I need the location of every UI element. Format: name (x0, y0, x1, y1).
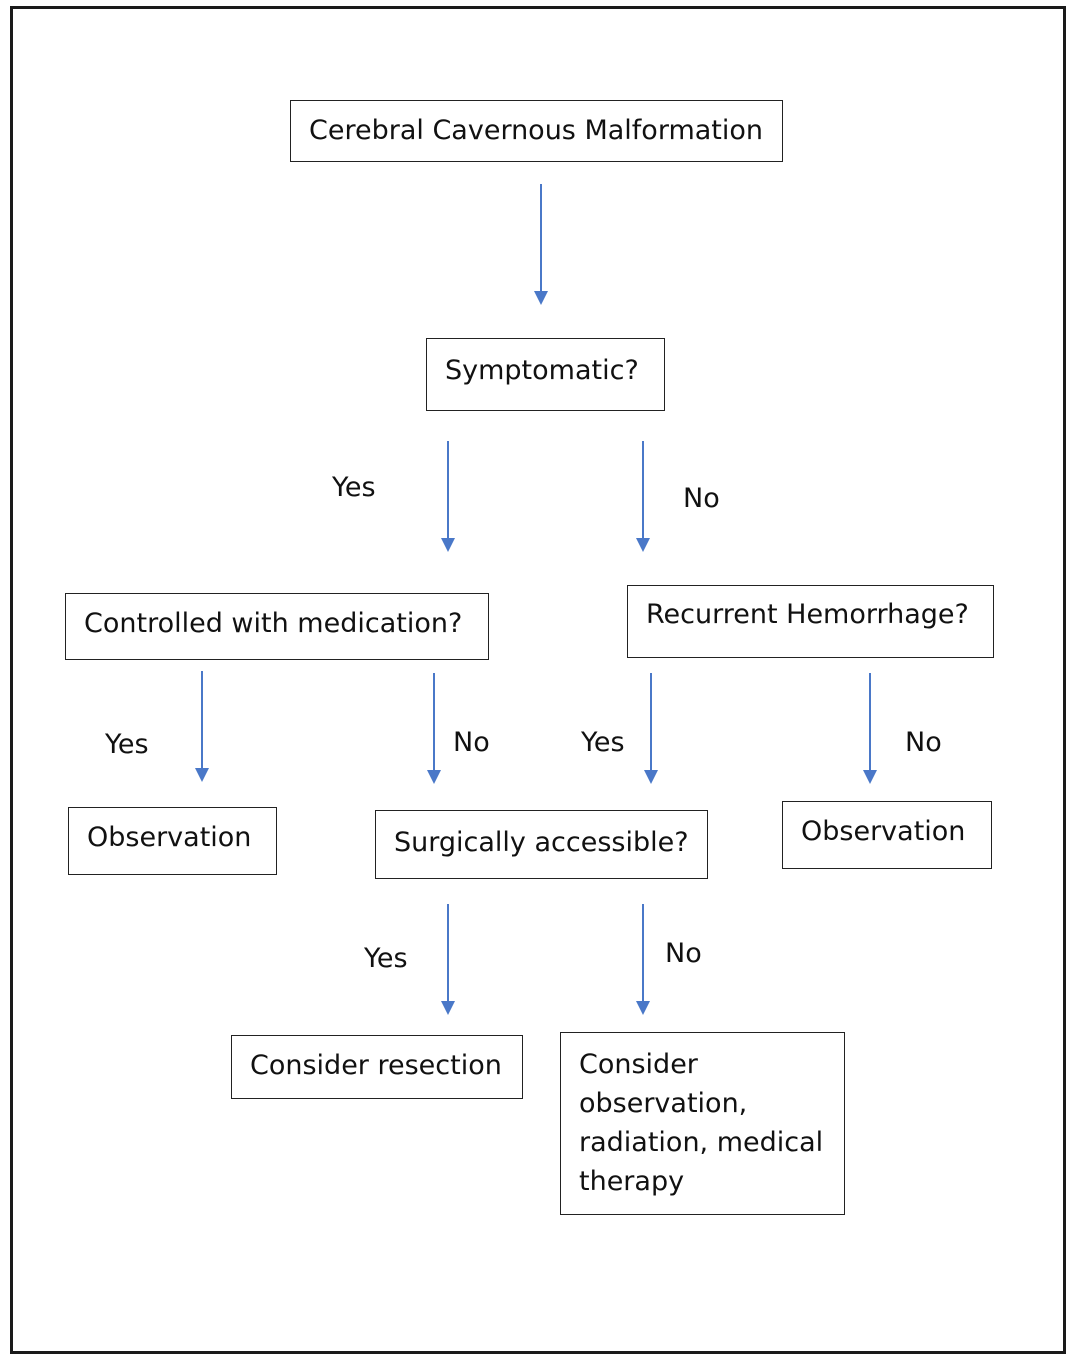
node-surgically-accessible: Surgically accessible? (375, 810, 708, 879)
node-recurrent-hemorrhage: Recurrent Hemorrhage? (627, 585, 994, 658)
node-consider-resection: Consider resection (231, 1035, 523, 1099)
label-surgical-no: No (665, 938, 702, 969)
node-consider-alternatives: Consider observation, radiation, medical… (560, 1032, 845, 1215)
diagram-frame (10, 6, 1066, 1354)
arrow-symptomatic-no (636, 441, 650, 552)
label-symptomatic-yes: Yes (332, 472, 376, 503)
node-controlled-with-medication: Controlled with medication? (65, 593, 489, 660)
label-controlled-no: No (453, 727, 490, 758)
label-surgical-yes: Yes (364, 943, 408, 974)
arrow-root-to-symptomatic (534, 184, 548, 305)
label-controlled-yes: Yes (105, 729, 149, 760)
node-symptomatic: Symptomatic? (426, 338, 665, 411)
label-recurrent-yes: Yes (581, 727, 625, 758)
arrow-surgical-no (636, 904, 650, 1015)
arrow-controlled-no (427, 673, 441, 784)
node-observation-right: Observation (782, 801, 992, 869)
arrow-surgical-yes (441, 904, 455, 1015)
node-cerebral-cavernous-malformation: Cerebral Cavernous Malformation (290, 100, 783, 162)
node-observation-left: Observation (68, 807, 277, 875)
arrow-recurrent-yes (644, 673, 658, 784)
arrow-symptomatic-yes (441, 441, 455, 552)
label-symptomatic-no: No (683, 483, 720, 514)
arrow-controlled-yes (195, 671, 209, 782)
arrow-recurrent-no (863, 673, 877, 784)
label-recurrent-no: No (905, 727, 942, 758)
